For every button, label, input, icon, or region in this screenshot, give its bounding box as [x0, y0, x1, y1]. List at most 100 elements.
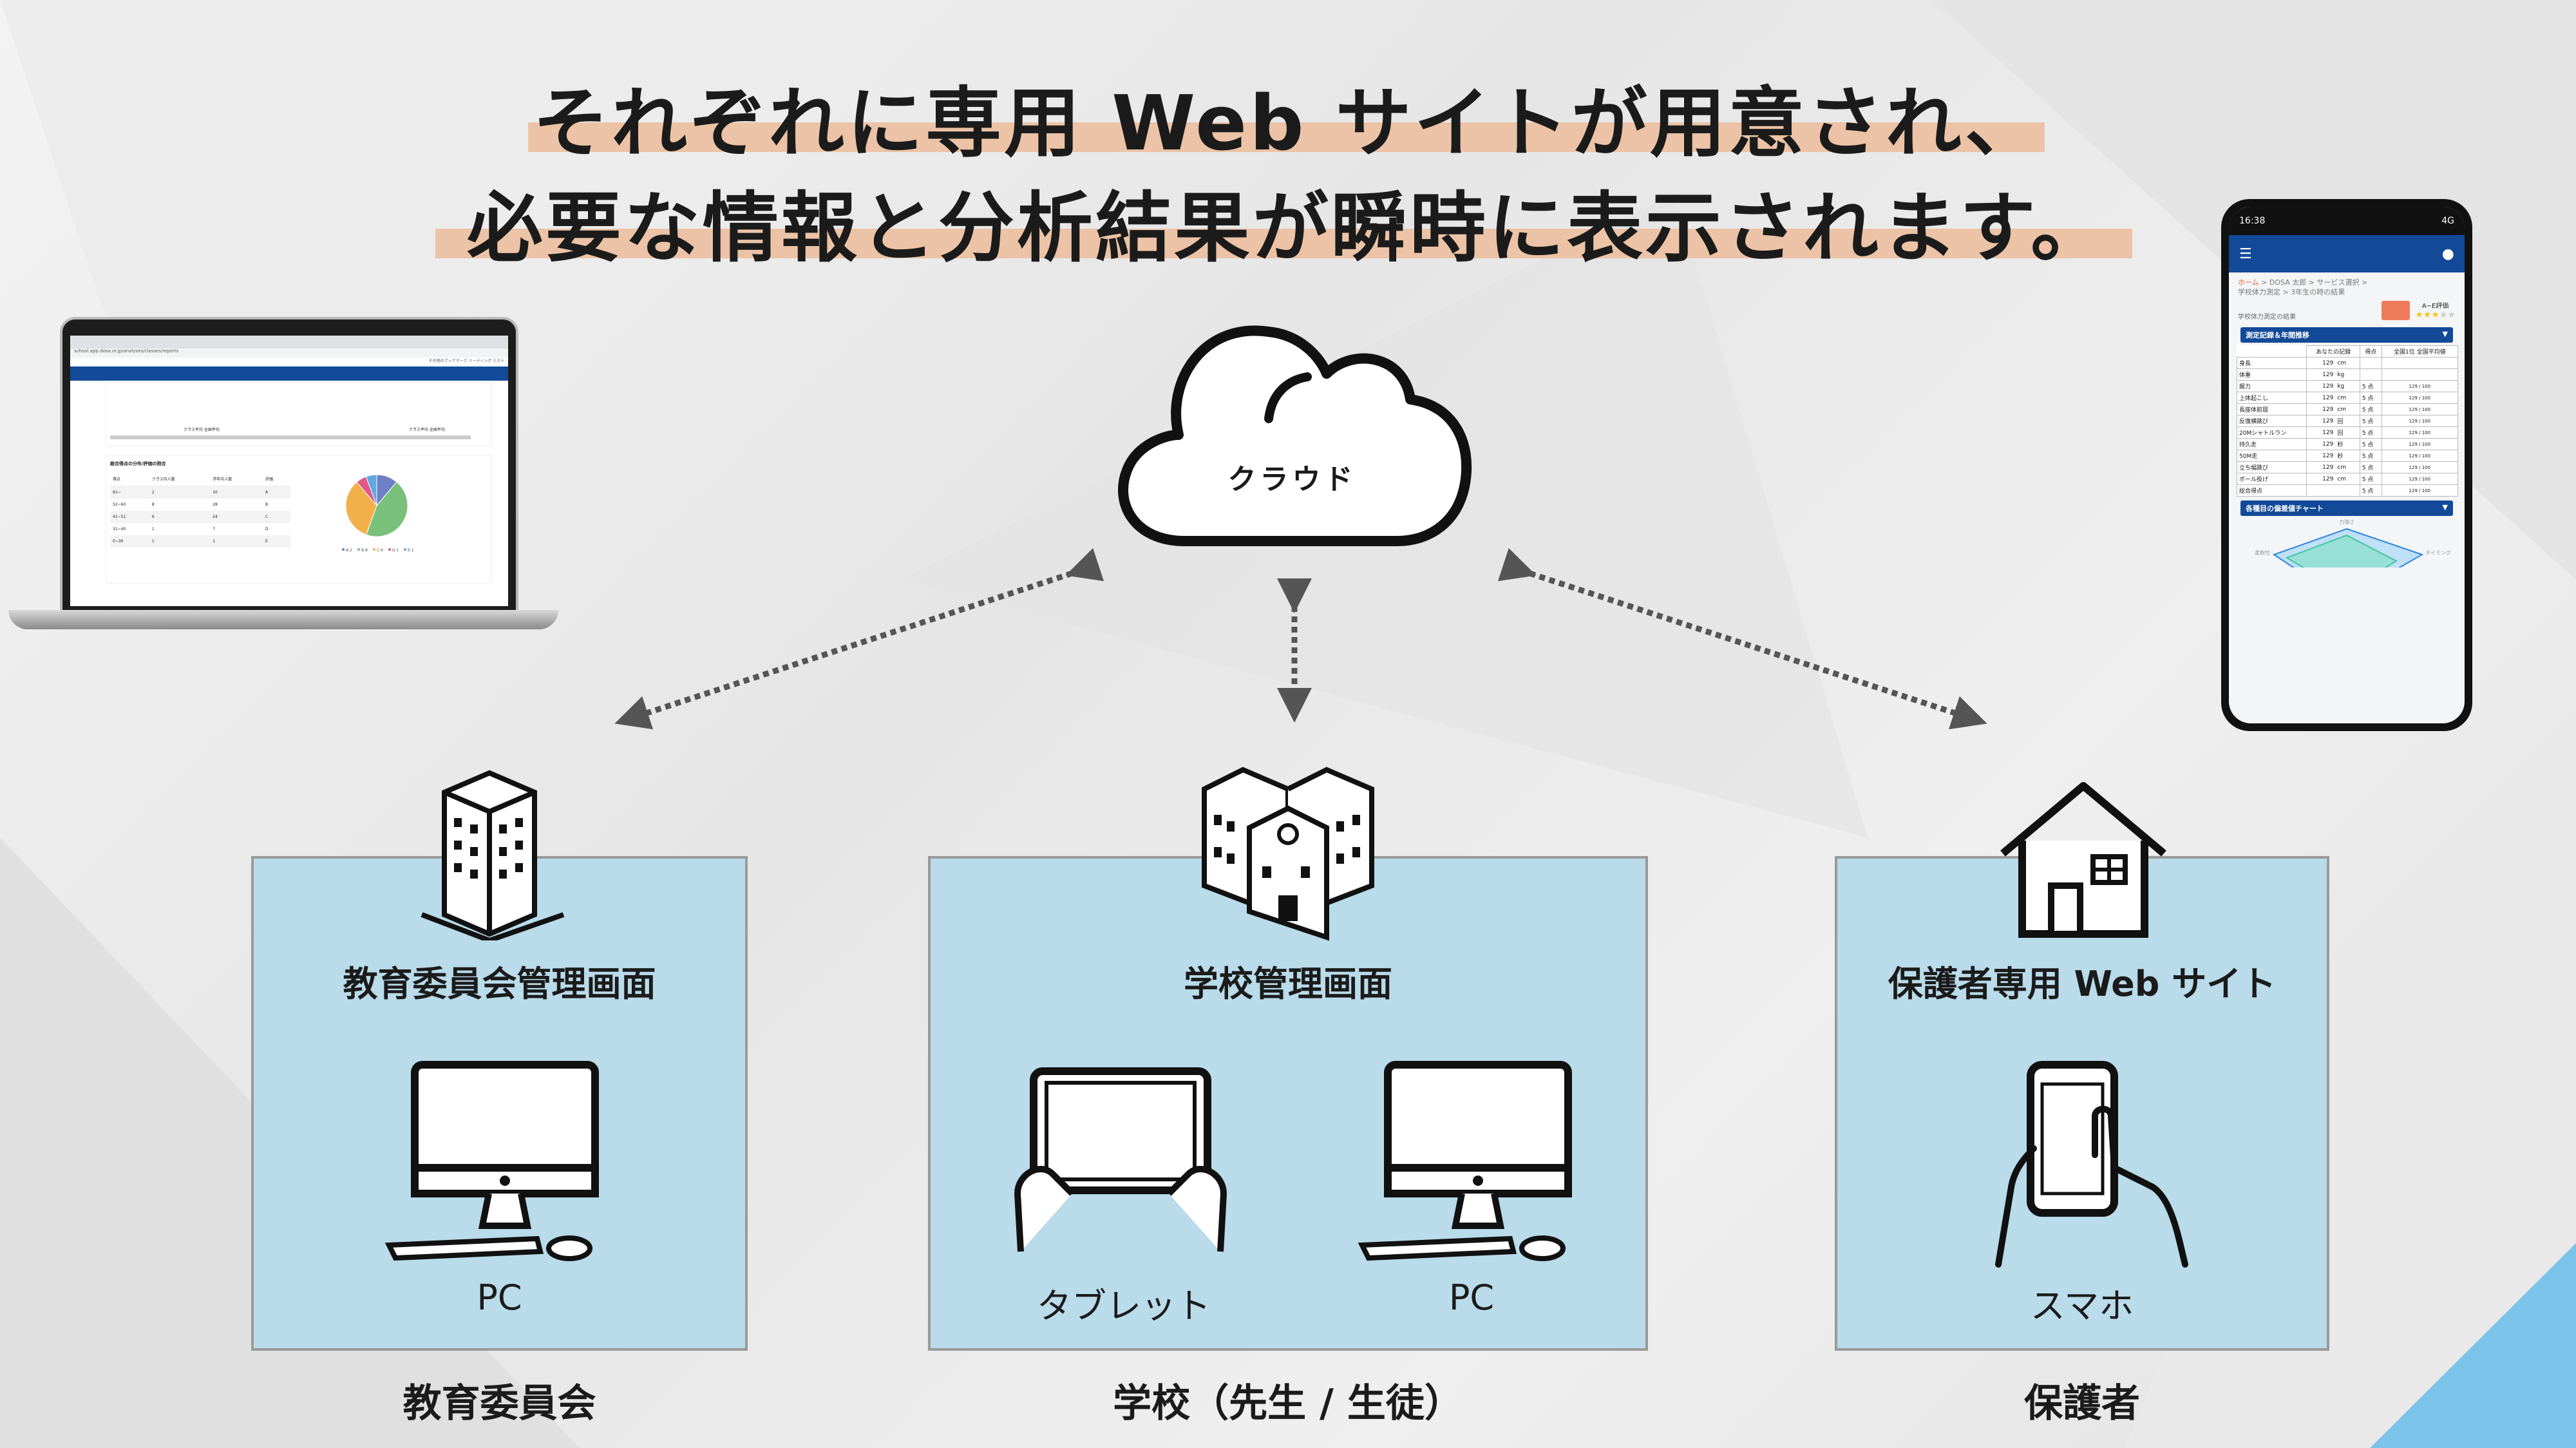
table-cell: 立ち幅跳び — [2236, 461, 2307, 473]
smartphone-icon — [1995, 1061, 2188, 1268]
table-cell: 7 — [213, 527, 216, 531]
table-cell: 129 / 100 — [2381, 380, 2459, 392]
status-signal: 4G — [2441, 216, 2454, 226]
section-records[interactable]: 測定記録＆年間推移▼ — [2240, 327, 2453, 343]
user-icon[interactable]: ● — [2441, 245, 2454, 262]
table-cell: 129 — [2306, 426, 2336, 439]
table-cell: C — [265, 515, 269, 519]
table-cell: 総合得点 — [2236, 484, 2307, 497]
table-cell: 5 点 — [2359, 392, 2382, 404]
avatar — [2382, 300, 2410, 320]
table-cell: 52~60 — [113, 502, 126, 507]
tablet-icon — [1014, 1067, 1227, 1252]
table-cell: 5 点 — [2359, 415, 2382, 427]
breadcrumb-item[interactable]: 学校体力測定 — [2238, 288, 2280, 296]
legend-marker — [373, 548, 375, 551]
breadcrumb-item[interactable]: ホーム — [2238, 278, 2259, 287]
table-cell: 129 / 100 — [2381, 484, 2459, 497]
table-cell: cm — [2335, 461, 2360, 473]
box-title: 学校管理画面 — [1184, 964, 1392, 1004]
table-cell: 20Mシャトルラン — [2236, 426, 2307, 439]
box-title: 教育委員会管理画面 — [343, 964, 656, 1004]
table-cell: 129 — [2306, 368, 2336, 381]
table-cell: 129 — [2306, 473, 2336, 485]
table-cell: cm — [2335, 473, 2360, 485]
group-caption: 保護者 — [2024, 1381, 2140, 1426]
legend-label: C:6 — [377, 548, 383, 553]
office-building-icon — [421, 770, 565, 940]
legend-item: クラス平均 — [184, 428, 203, 432]
table-cell: 持久走 — [2236, 438, 2307, 450]
title-line-2: 必要な情報と分析結果が瞬時に表示されます。 — [466, 184, 2110, 272]
laptop-screenshot: school.app.dosa.or.jp/analyses/classes/r… — [8, 317, 558, 633]
breadcrumb-item[interactable]: サービス選択 — [2316, 278, 2360, 287]
table-cell: 129 / 100 — [2381, 473, 2459, 485]
cloud-label: クラウド — [1227, 463, 1357, 496]
breadcrumb: ホーム > DOSA 太郎 > サービス選択 > 学校体力測定 > 3年生の時の… — [2238, 278, 2368, 296]
device-label: PC — [1448, 1277, 1495, 1318]
table-cell: ボール投げ — [2236, 473, 2307, 485]
breadcrumb-item[interactable]: DOSA 太郎 — [2269, 278, 2307, 287]
table-cell: B — [265, 502, 269, 507]
table-cell: 41~51 — [113, 515, 126, 519]
result-label: 学校体力測定の結果 — [2238, 314, 2296, 321]
table-cell: cm — [2335, 357, 2360, 369]
legend-item: クラス平均 — [409, 428, 428, 432]
table-cell: 5 点 — [2359, 380, 2382, 392]
pie-slice — [345, 481, 377, 535]
table-cell: 129 — [2306, 392, 2336, 404]
legend-marker — [357, 548, 360, 551]
table-cell — [2359, 368, 2382, 381]
rating-label: A~E評価 — [2421, 303, 2449, 310]
legend-marker — [342, 548, 345, 551]
bookmark: その他のブックマーク — [428, 359, 468, 363]
star-icon: ★ — [2447, 310, 2456, 320]
laptop-base — [8, 610, 558, 629]
table-header: あなたの記録 — [2306, 345, 2360, 357]
table-cell: 129 / 100 — [2381, 450, 2459, 462]
table-cell: 61~ — [113, 490, 121, 495]
table-cell: 129 — [2306, 357, 2336, 369]
star-icon: ★ — [2423, 310, 2432, 320]
status-time: 16:38 — [2239, 216, 2266, 226]
table-cell: 1 — [151, 527, 155, 531]
radar-chart: 力強さ 柔軟性 タイミング — [2255, 519, 2451, 581]
section-chart[interactable]: 各種目の偏差値チャート▼ — [2240, 500, 2453, 516]
table-header: 得点 — [2359, 345, 2382, 357]
table-cell: 24 — [213, 515, 218, 519]
section-title: 各種目の偏差値チャート — [2246, 504, 2324, 513]
legend-item: 全国平均 — [204, 428, 220, 432]
table-cell: 0~30 — [113, 539, 124, 544]
table-cell: 秒 — [2335, 438, 2360, 450]
table-cell: cm — [2335, 392, 2360, 404]
table-cell — [2306, 484, 2336, 497]
bookmark: リーディング リスト — [468, 359, 505, 363]
legend-label: B:8 — [361, 548, 368, 553]
legend-label: A:2 — [346, 548, 352, 553]
table-cell: 2 — [151, 490, 155, 495]
table-cell: 31~40 — [113, 527, 126, 531]
table-cell: 129 / 100 — [2381, 426, 2459, 439]
section-title: 総合得点の分布/評価の割合 — [110, 461, 166, 466]
radar-label: 力強さ — [2339, 519, 2354, 525]
box-title: 保護者専用 Web サイト — [1888, 964, 2277, 1004]
house-icon — [2000, 782, 2166, 938]
menu-icon[interactable]: ☰ — [2239, 245, 2252, 262]
table-cell: 28 — [213, 502, 218, 507]
table-cell: 8 — [151, 502, 155, 507]
table-header: クラス内人数 — [149, 472, 211, 486]
title-line-1: それぞれに専用 Web サイトが用意され、 — [533, 79, 2043, 167]
arrow-cloud-board — [614, 548, 1104, 730]
